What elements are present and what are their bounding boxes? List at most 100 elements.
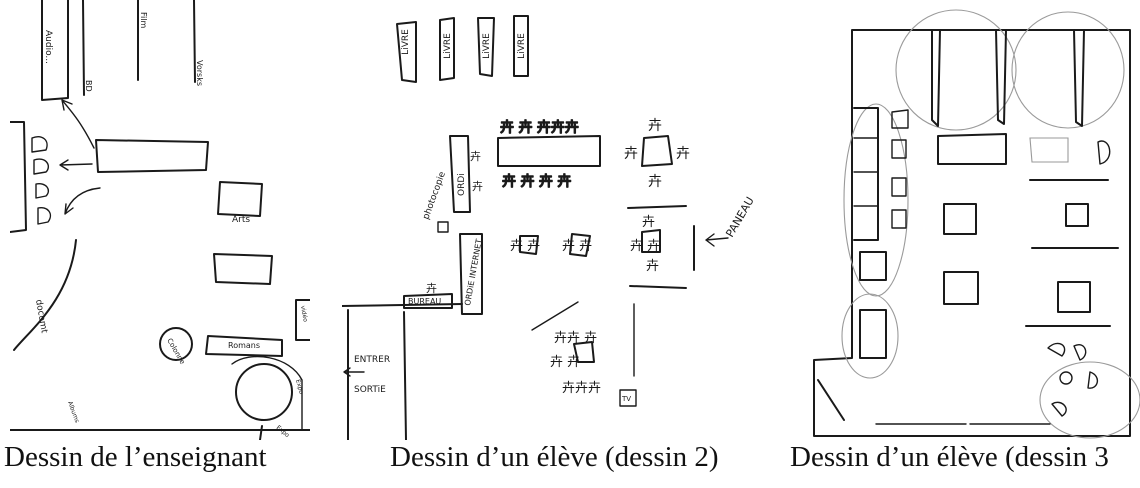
teacher-sketch: Audio... BD Film Vorsks Arts docomt Colo… [10, 0, 310, 440]
arts-table [217, 181, 263, 217]
computer-desk [859, 251, 887, 281]
book-4 [513, 15, 529, 77]
label-book-4: LiVRE [517, 33, 527, 59]
pencil-circle-top-right [1011, 11, 1125, 129]
pencil-circle-left [843, 103, 909, 297]
reception-desk [859, 309, 887, 359]
photocopier [437, 221, 449, 233]
pencil-circle-lower-left [841, 293, 899, 379]
tv-area-line [531, 301, 579, 331]
chair-1 [31, 136, 48, 153]
tv-chairs-2: 卉 卉 [550, 355, 580, 370]
label-bottom-right: Expo [275, 424, 291, 439]
middle-table-1 [519, 235, 539, 255]
wall-horizontal [342, 303, 463, 307]
chair-tr-1: 卉 [648, 118, 662, 134]
square-table-1 [943, 203, 977, 235]
book-shelves: LiVRE LiVRE LiVRE LiVRE [396, 15, 529, 83]
tv-chairs-1: 卉卉 卉 [554, 331, 597, 346]
label-romans: Romans [228, 341, 260, 350]
arrow-up-left-icon [61, 99, 95, 149]
seat-3 [1087, 371, 1098, 389]
label-shelf-a: Audio... [43, 30, 53, 64]
label-book-3: LiVRE [482, 33, 492, 59]
center-table [95, 139, 209, 173]
middle-chairs-1: 卉 卉 [510, 239, 540, 254]
long-table-top [937, 133, 1007, 165]
chair-left-4 [891, 209, 907, 229]
shelf-1 [931, 29, 941, 127]
pencil-circle-top [895, 9, 1017, 131]
label-photocopie: photocopie [421, 170, 448, 221]
label-sofa: vidéo [299, 305, 309, 323]
label-column: Colonne [165, 337, 186, 366]
square-table-top-right [641, 135, 673, 167]
panel-top-line [627, 205, 687, 209]
pencil-circle-bottom-right [1039, 361, 1140, 439]
corner-diagonal [817, 379, 845, 421]
label-tv: TV [621, 395, 631, 403]
middle-table-3 [641, 229, 661, 253]
round-table [235, 363, 293, 421]
shelf-vorsks-line [193, 0, 196, 83]
chairs-top: 卉 卉 卉卉卉 [500, 120, 579, 136]
chair-2 [33, 158, 50, 175]
book-2 [439, 17, 455, 81]
student3-sketch [800, 0, 1140, 440]
shelf-3 [1073, 29, 1085, 127]
book-1 [396, 21, 417, 83]
label-documents: docomt [33, 299, 49, 335]
seat-4 [1051, 401, 1067, 417]
round-table-small [1059, 371, 1073, 385]
right-box-edge [259, 425, 263, 440]
teacher-floorplan-drawing: Audio... BD Film Vorsks Arts docomt Colo… [10, 0, 310, 440]
middle-chairs-5: 卉 [646, 259, 659, 274]
middle-chairs-2: 卉 卉 [562, 239, 592, 254]
seat-2 [1073, 344, 1087, 361]
label-sortie: SORTiE [354, 385, 386, 395]
student3-floorplan-drawing [813, 9, 1140, 439]
pencil-table [1029, 137, 1069, 163]
panel-bottom-line [629, 285, 687, 289]
tv-box [619, 389, 637, 407]
middle-chairs-4: 卉 [642, 215, 655, 230]
caption-student2: Dessin d’un élève (dessin 2) [390, 441, 719, 473]
documents-curve [13, 239, 77, 351]
square-table-2 [1065, 203, 1089, 227]
corner-chair [1097, 140, 1111, 165]
arrow-left-icon [59, 159, 93, 171]
label-bureau: BUREAU [408, 297, 441, 306]
bureau-desk [403, 293, 453, 309]
caption-teacher: Dessin de l’enseignant [4, 441, 267, 473]
chair-tr-2: 卉 [624, 146, 638, 162]
arrow-down-left-icon [64, 187, 101, 215]
seat-1 [1047, 342, 1066, 357]
caption-student3: Dessin d’un élève (dessin 3 [790, 441, 1109, 473]
chair-left-1 [891, 109, 909, 129]
ordi-chairs-2: 卉 [472, 180, 483, 193]
ordi-internet-desk [459, 233, 483, 315]
label-entrer: ENTRER [354, 355, 390, 365]
left-counter [10, 121, 27, 233]
video-box [295, 299, 310, 341]
chair-3 [35, 182, 50, 199]
wall-entry-vertical [403, 311, 407, 440]
sofa-arc [231, 355, 303, 431]
chair-tr-4: 卉 [648, 174, 662, 190]
label-bottom-left: Albums [66, 400, 80, 423]
label-ordi: ORDi [457, 173, 467, 196]
middle-chairs-3: 卉 卉 [630, 239, 660, 254]
shelf-2 [995, 29, 1007, 125]
middle-table-2 [569, 233, 591, 257]
entry-arrow-icon [343, 367, 365, 377]
student2-sketch: LiVRE LiVRE LiVRE LiVRE 卉 卉 卉卉卉 卉 卉 卉 卉 … [342, 0, 772, 440]
romans-shelf [205, 335, 283, 357]
tv-chairs-3: 卉卉卉 [562, 381, 601, 396]
label-shelf-c: Film [139, 12, 148, 28]
column-circle [159, 327, 193, 361]
square-table-4 [1057, 281, 1091, 313]
label-ordi-internet: ORDiE INTERNET [463, 238, 484, 306]
chair-4 [37, 207, 52, 225]
ordi-chairs: 卉 [470, 150, 481, 163]
label-panneau: PANEAU [723, 195, 756, 240]
